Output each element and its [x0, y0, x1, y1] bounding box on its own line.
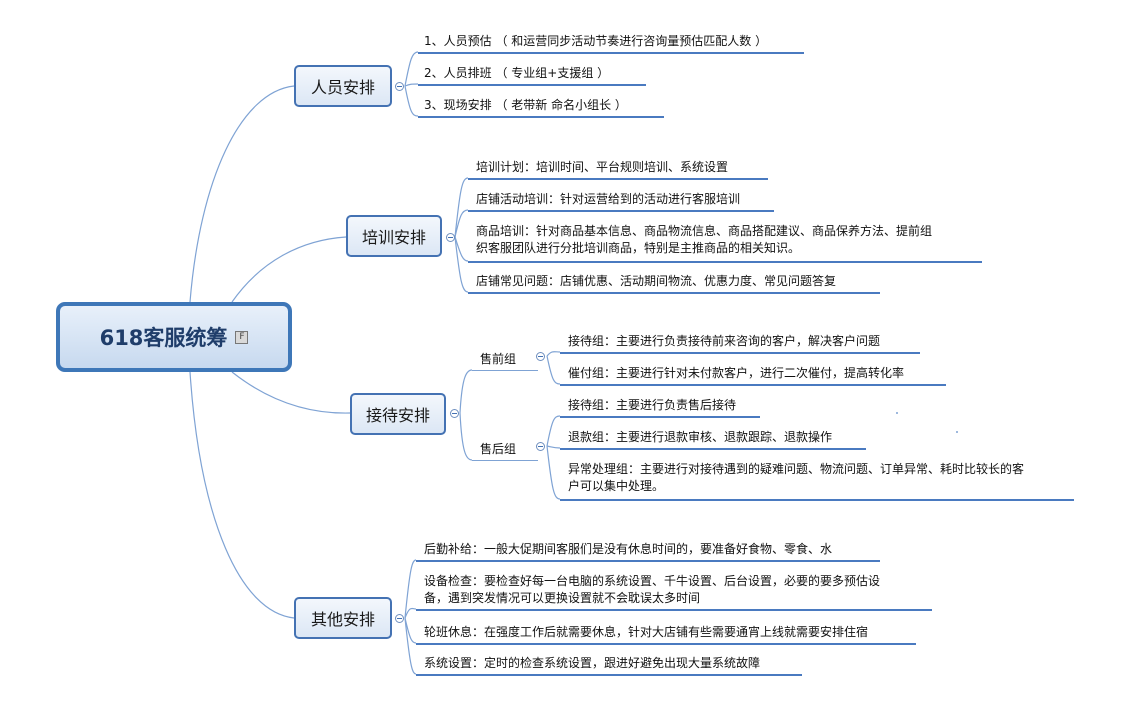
underline [418, 52, 804, 54]
underline [468, 210, 774, 212]
staffing-item-1: 1、人员预估 （ 和运营同步活动节奏进行咨询量预估匹配人数 ） [424, 34, 768, 48]
training-item-plan: 培训计划：培训时间、平台规则培训、系统设置 [476, 160, 729, 174]
underline [416, 560, 880, 562]
underline [416, 609, 932, 611]
aftersales-item-refund: 退款组：主要进行退款审核、退款跟踪、退款操作 [568, 430, 833, 444]
aftersales-item-reception: 接待组：主要进行负责售后接待 [568, 398, 737, 412]
training-item-store-activity: 店铺活动培训：针对运营给到的活动进行客服培训 [476, 192, 741, 206]
other-item-equipment-line2: 备，遇到突发情况可以更换设置就不会耽误太多时间 [424, 591, 701, 605]
branch-staffing-label: 人员安排 [310, 78, 375, 97]
training-item-faq: 店铺常见问题：店铺优惠、活动期间物流、优惠力度、常见问题答复 [476, 274, 837, 288]
training-item-product-line2: 织客服团队进行分批培训商品，特别是主推商品的相关知识。 [476, 241, 801, 255]
other-item-shift-rest: 轮班休息：在强度工作后就需要休息，针对大店铺有些需要通宵上线就需要安排住宿 [424, 625, 869, 639]
collapse-aftersales-icon[interactable] [536, 442, 545, 451]
branch-reception[interactable]: 接待安排 [350, 393, 446, 435]
collapse-reception-icon[interactable] [450, 409, 459, 418]
collapse-staffing-icon[interactable] [395, 82, 404, 91]
underline [468, 292, 880, 294]
presales-item-reception: 接待组：主要进行负责接待前来咨询的客户，解决客户问题 [568, 334, 881, 348]
root-topic-title: 618客服统筹 [99, 326, 228, 350]
underline [418, 84, 646, 86]
underline [560, 416, 760, 418]
underline [472, 460, 538, 461]
underline [560, 384, 946, 386]
aftersales-item-exception-line2: 户可以集中处理。 [568, 479, 665, 493]
branch-reception-label: 接待安排 [365, 406, 430, 425]
collapse-presales-icon[interactable] [536, 352, 545, 361]
other-item-system: 系统设置：定时的检查系统设置，跟进好避免出现大量系统故障 [424, 656, 761, 670]
collapse-training-icon[interactable] [446, 233, 455, 242]
underline [416, 674, 802, 676]
training-item-product-line1: 商品培训：针对商品基本信息、商品物流信息、商品搭配建议、商品保养方法、提前组 [476, 224, 933, 238]
group-presales[interactable]: 售前组 [480, 352, 517, 366]
presales-item-urge: 催付组：主要进行针对未付款客户，进行二次催付，提高转化率 [568, 366, 905, 380]
underline [418, 116, 664, 118]
note-icon[interactable]: F [235, 330, 249, 344]
group-aftersales[interactable]: 售后组 [480, 442, 517, 456]
staffing-item-2: 2、人员排班 （ 专业组+支援组 ） [424, 66, 610, 80]
underline [416, 643, 916, 645]
staffing-item-3: 3、现场安排 （ 老带新 命名小组长 ） [424, 98, 627, 112]
collapse-other-icon[interactable] [395, 614, 404, 623]
other-item-equipment-line1: 设备检查：要检查好每一台电脑的系统设置、千牛设置、后台设置，必要的要多预估设 [424, 574, 881, 588]
root-topic[interactable]: 618客服统筹 F [56, 302, 292, 372]
underline [472, 370, 538, 371]
branch-training[interactable]: 培训安排 [346, 215, 442, 257]
branch-training-label: 培训安排 [361, 228, 426, 247]
branch-staffing[interactable]: 人员安排 [294, 65, 392, 107]
underline [468, 178, 768, 180]
underline [560, 448, 866, 450]
branch-other-label: 其他安排 [310, 610, 375, 629]
branch-other[interactable]: 其他安排 [294, 597, 392, 639]
other-item-logistics: 后勤补给：一般大促期间客服们是没有休息时间的，要准备好食物、零食、水 [424, 542, 833, 556]
underline [560, 499, 1074, 501]
aftersales-item-exception-line1: 异常处理组：主要进行对接待遇到的疑难问题、物流问题、订单异常、耗时比较长的客 [568, 462, 1025, 476]
underline [468, 261, 982, 263]
underline [560, 352, 920, 354]
